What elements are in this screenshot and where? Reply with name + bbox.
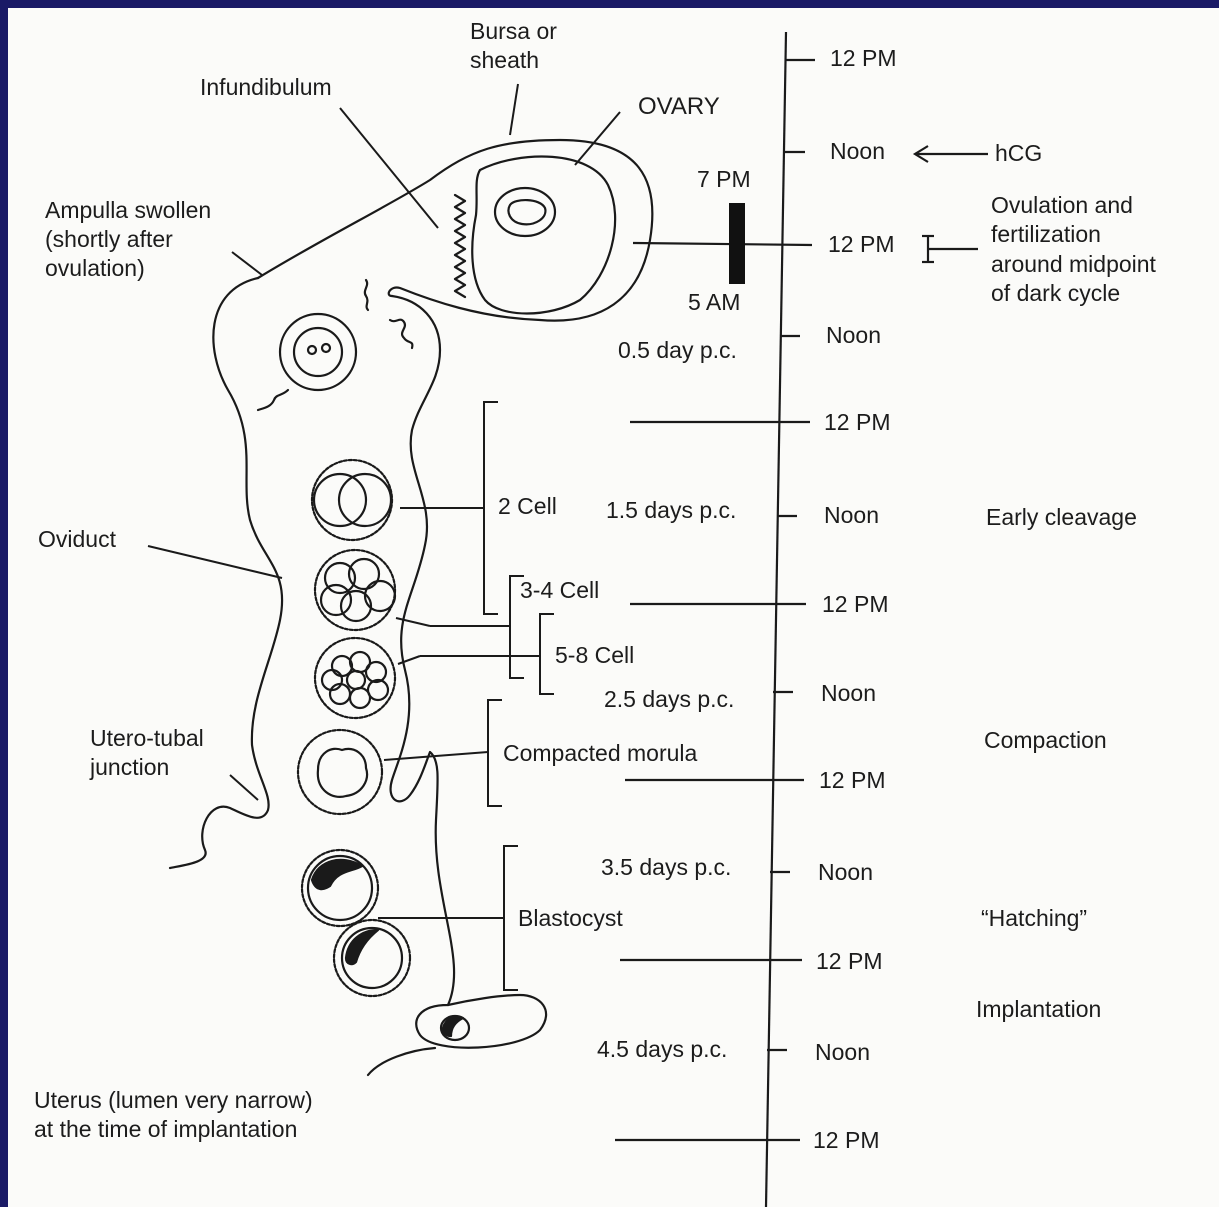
oocyte [294, 328, 342, 376]
timeline-tick-label: Noon [830, 137, 885, 166]
day-pc-label: 2.5 days p.c. [604, 685, 734, 714]
timeline-tick-label: 12 PM [819, 766, 885, 795]
ovary-label: OVARY [638, 92, 720, 122]
morula-zona [298, 730, 382, 814]
dark-cycle-start-label: 7 PM [697, 165, 751, 194]
timeline-tick-label: Noon [826, 321, 881, 350]
sperm [365, 280, 368, 310]
five-eight-cell-label: 5-8 Cell [555, 641, 634, 670]
ovulation-label: Ovulation and fertilization around midpo… [991, 191, 1156, 309]
hcg-label: hCG [995, 139, 1042, 168]
timeline-tick-label: 12 PM [828, 230, 894, 259]
day-pc-label: 1.5 days p.c. [606, 496, 736, 525]
dark-cycle-bar [729, 203, 745, 284]
uterus-label: Uterus (lumen very narrow) at the time o… [34, 1086, 313, 1144]
timeline-tick-label: 12 PM [813, 1126, 879, 1155]
timeline-tick-label: 12 PM [824, 408, 890, 437]
morula-label: Compacted morula [503, 739, 697, 768]
infundibulum-fimbriae [455, 195, 465, 297]
timeline-tick-label: Noon [821, 679, 876, 708]
bursa-label: Bursa or sheath [470, 17, 557, 75]
timeline-axis [766, 32, 786, 1207]
oocyte-zona [280, 314, 356, 390]
follicle-oocyte [509, 200, 546, 224]
day-pc-label: 4.5 days p.c. [597, 1035, 727, 1064]
timeline-tick-label: 12 PM [830, 44, 896, 73]
implantation-label: Implantation [976, 995, 1101, 1024]
oviduct-inner-outline [391, 296, 455, 1005]
day-pc-label: 0.5 day p.c. [618, 336, 737, 365]
timeline-tick-label: 12 PM [816, 947, 882, 976]
oviduct-label: Oviduct [38, 525, 116, 554]
timeline-tick-label: Noon [824, 501, 879, 530]
morula [318, 749, 367, 797]
dark-cycle-end-label: 5 AM [688, 288, 740, 317]
sperm [258, 390, 288, 410]
three-four-cell-label: 3-4 Cell [520, 576, 599, 605]
ampulla-label: Ampulla swollen (shortly after ovulation… [45, 196, 211, 282]
timeline-tick-label: 12 PM [822, 590, 888, 619]
early-cleavage-label: Early cleavage [986, 503, 1137, 532]
sperm [390, 320, 412, 348]
infundibulum-label: Infundibulum [200, 73, 332, 102]
uterus-outline [416, 995, 546, 1048]
uterus-lower-outline [368, 1048, 435, 1075]
hatching-label: “Hatching” [981, 904, 1087, 933]
embryo-2cell-zona [312, 460, 392, 540]
timeline-tick-label: Noon [815, 1038, 870, 1067]
day-pc-label: 3.5 days p.c. [601, 853, 731, 882]
timeline-tick-label: Noon [818, 858, 873, 887]
two-cell-label: 2 Cell [498, 492, 557, 521]
ovary-outline [472, 156, 615, 313]
blastocyst-label: Blastocyst [518, 904, 623, 933]
utero-tubal-label: Utero-tubal junction [90, 724, 204, 782]
compaction-label: Compaction [984, 726, 1107, 755]
